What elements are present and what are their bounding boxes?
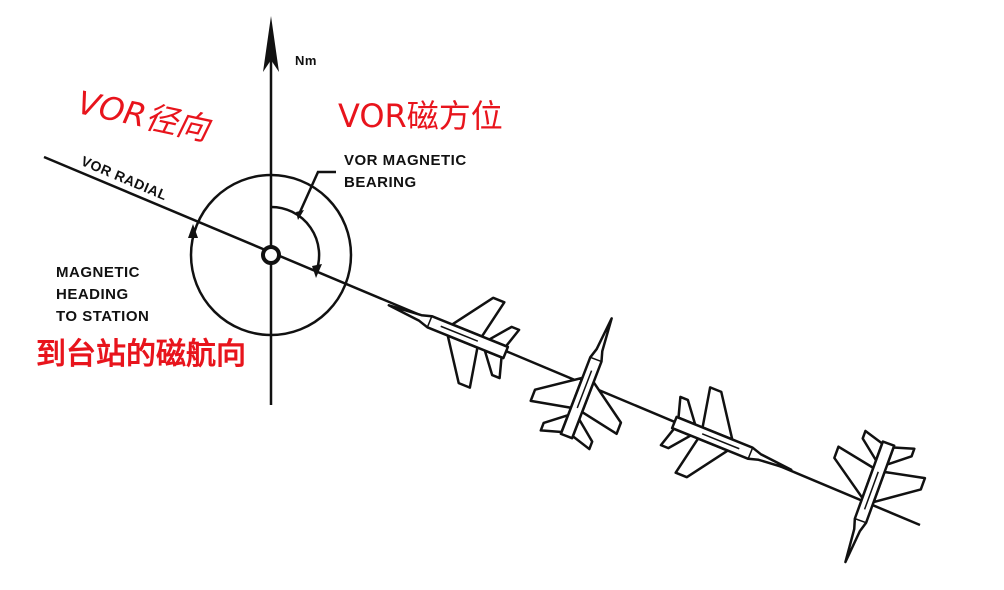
aircraft-3: [652, 377, 810, 514]
vor-bearing-line1: VOR MAGNETIC: [344, 152, 467, 169]
heading-arrowhead-icon: [188, 224, 198, 238]
heading-line3: TO STATION: [56, 308, 150, 325]
bearing-leader: [298, 170, 336, 213]
vor-bearing-line2: BEARING: [344, 174, 417, 191]
bearing-arrowhead-icon: [312, 264, 322, 278]
heading-label: MAGNETIC HEADING TO STATION: [56, 262, 149, 328]
north-label: Nm: [295, 53, 317, 68]
heading-arc-circle: [189, 173, 353, 337]
bearing-arc: [270, 205, 321, 273]
north-arrow-icon: [263, 16, 279, 72]
heading-cn-label: 到台站的磁航向: [36, 337, 246, 372]
aircraft-2: [520, 300, 656, 458]
vor-bearing-cn-label: VOR磁方位: [338, 97, 503, 135]
vor-station-icon: [261, 245, 281, 265]
heading-line1: MAGNETIC: [56, 264, 140, 281]
vor-bearing-label: VOR MAGNETIC BEARING: [344, 150, 467, 194]
aircraft-1: [370, 261, 528, 398]
heading-line2: HEADING: [56, 286, 129, 303]
bearing-leader-arrowhead-icon: [296, 210, 304, 220]
aircraft-4: [800, 422, 935, 580]
